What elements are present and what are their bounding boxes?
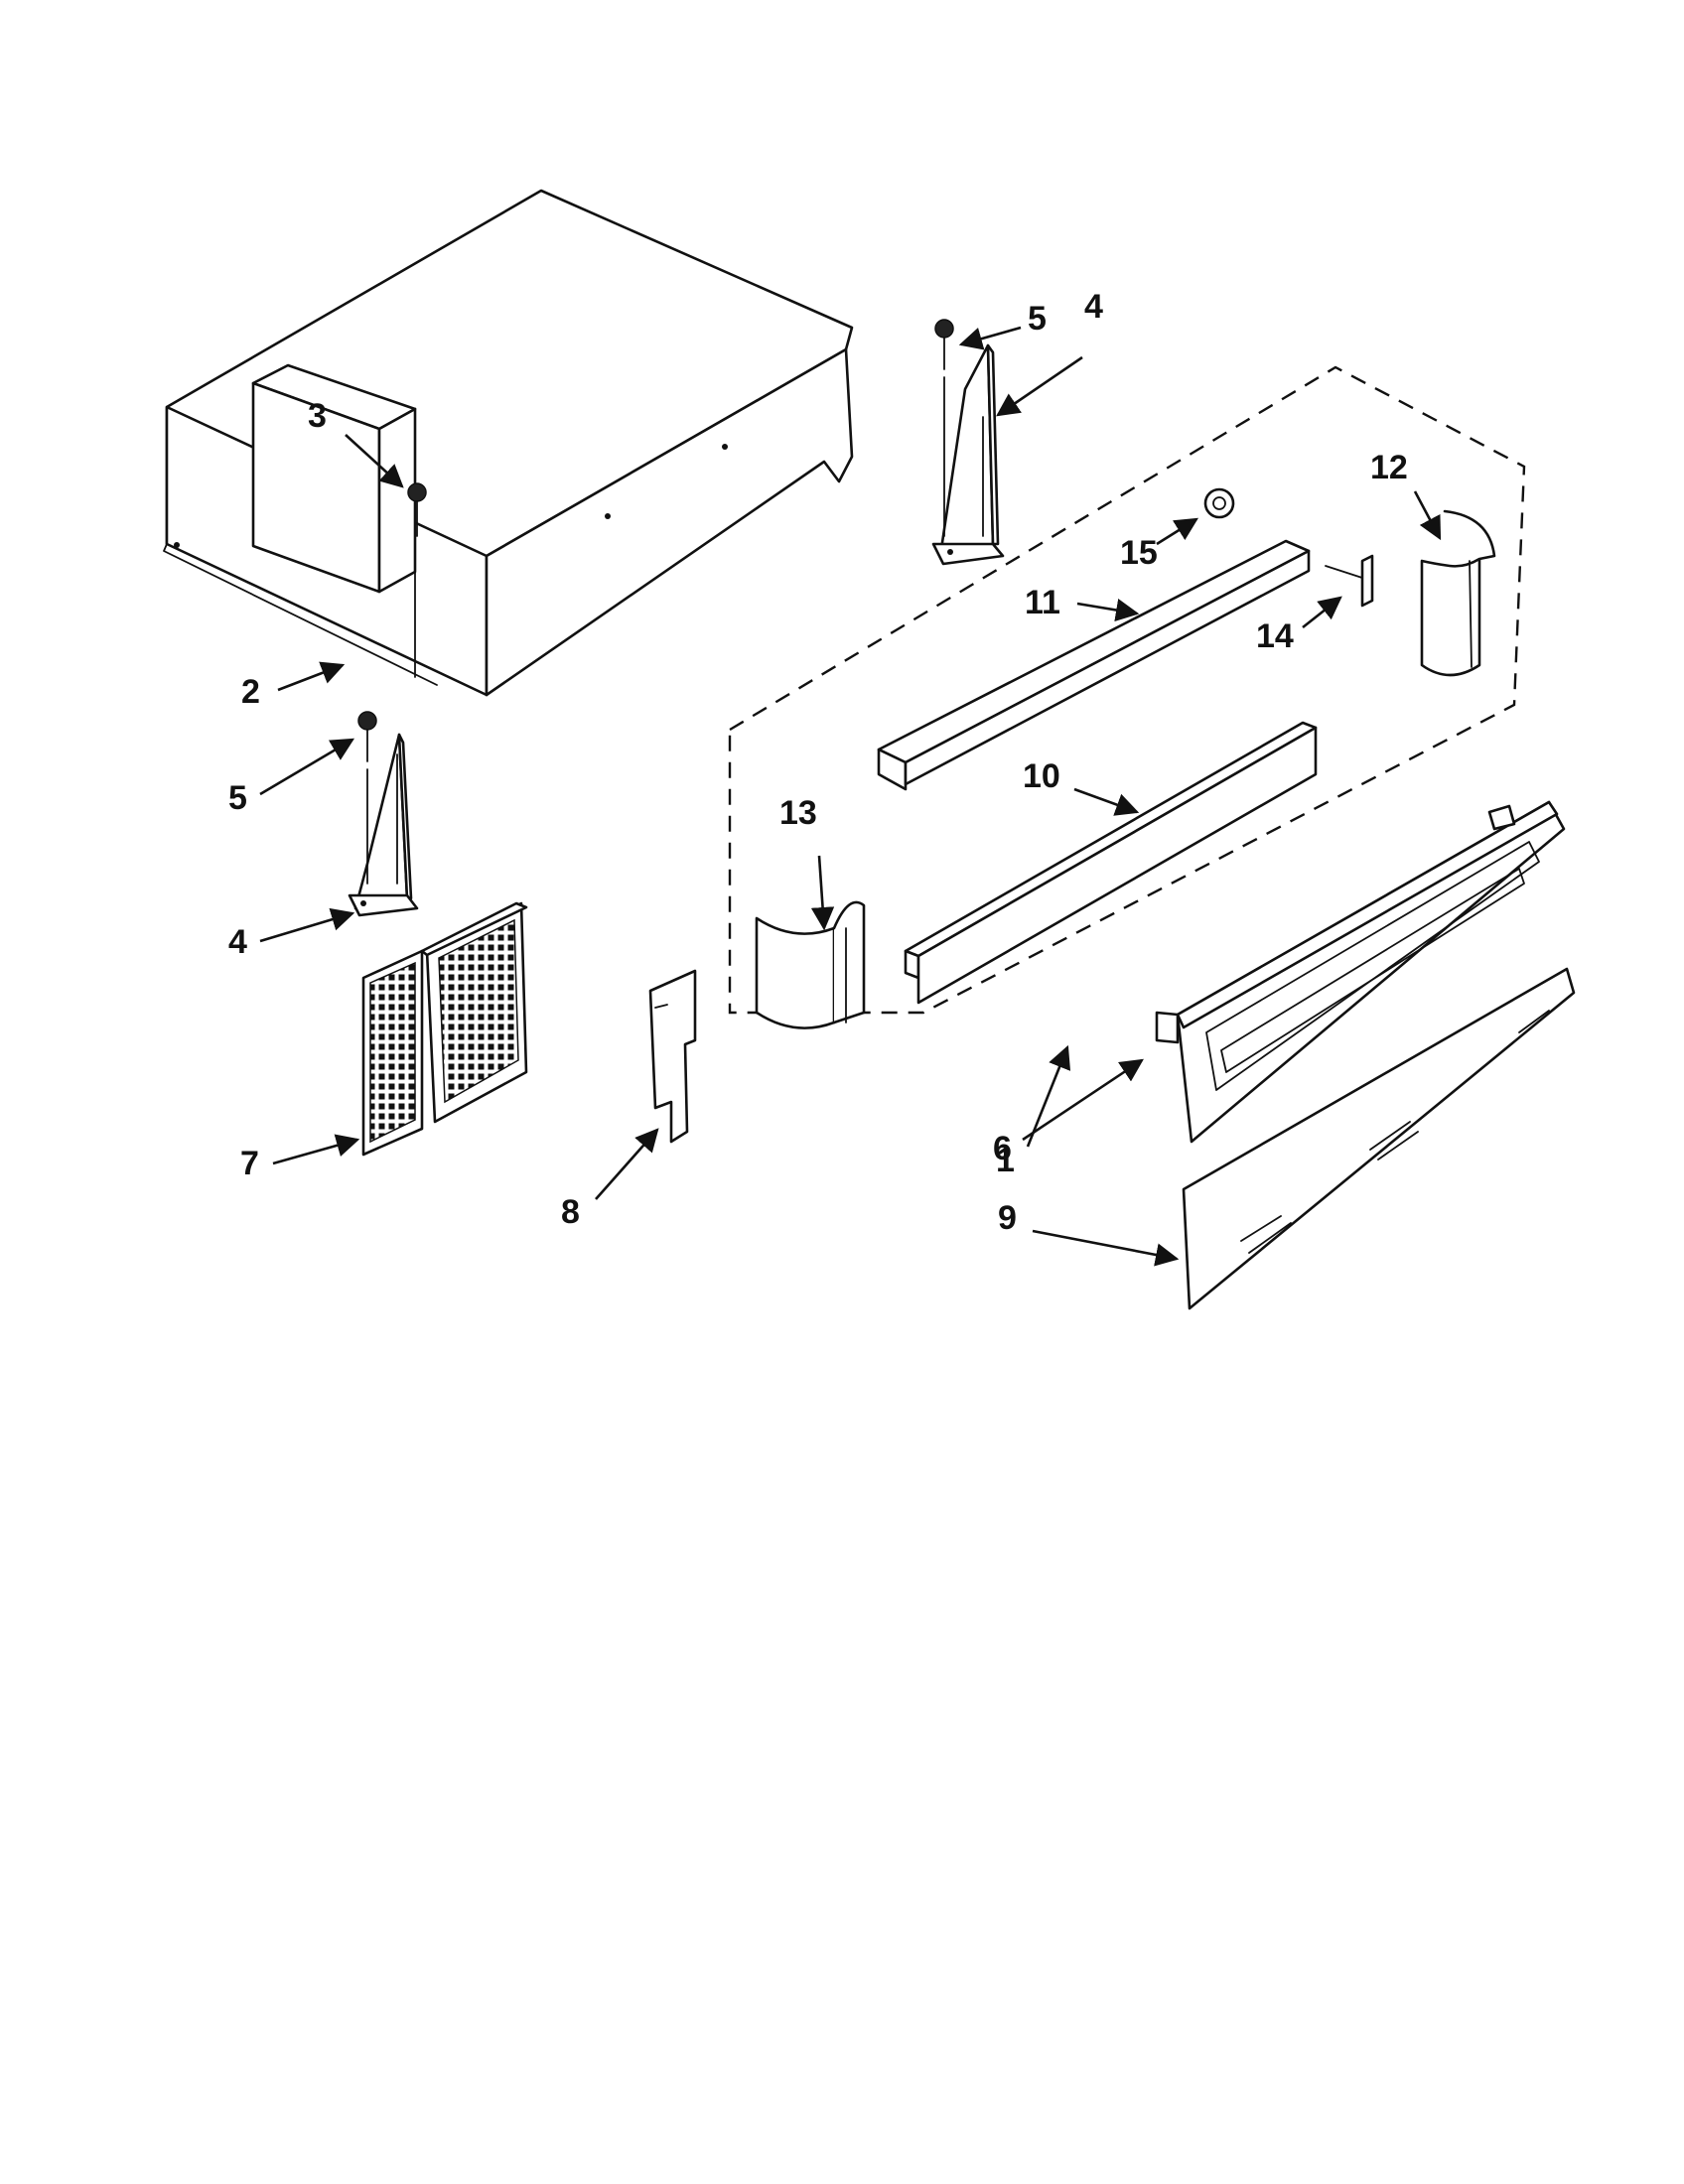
leader-9 [1032,1229,1180,1267]
end-cap-part-13 [755,900,866,1029]
leader-8 [595,1128,659,1200]
callout-14: 14 [1256,617,1294,655]
callout-4-lower: 4 [228,923,247,961]
leader-2 [277,661,346,692]
leader-4b [259,907,355,943]
leader-5a [958,326,1022,350]
callout-5-lower: 5 [228,779,247,817]
callout-5-upper: 5 [1028,300,1047,338]
callout-2: 2 [241,673,260,711]
channel-part-11 [877,539,1311,791]
leader-1 [1026,1044,1071,1148]
nut-part-15 [1203,487,1235,519]
leader-7 [272,1134,360,1165]
leader-12 [1413,490,1442,541]
callout-1: 1 [996,1142,1015,1179]
callout-11: 11 [1025,584,1060,621]
leader-4a [996,355,1083,417]
bracket-lower-part-4 [348,733,419,917]
leader-11 [1076,598,1140,622]
leader-13 [810,855,835,931]
callout-13: 13 [779,794,817,832]
callout-12: 12 [1370,449,1408,486]
end-cap-part-12 [1420,509,1496,677]
leader-15 [1156,517,1198,546]
leader-3 [345,434,404,488]
callout-8: 8 [561,1193,580,1231]
leader-10 [1073,787,1140,816]
callout-9: 9 [998,1199,1017,1237]
leader-5b [259,738,355,796]
plate-part-8 [648,969,697,1144]
callout-6: 6 [993,1130,1012,1167]
callout-4-upper: 4 [1084,288,1103,326]
front-panel-part-6 [1155,800,1566,1144]
callout-10: 10 [1023,757,1060,795]
assembly-boundary-part-1 [728,365,1526,1015]
callout-15: 15 [1120,534,1158,572]
screw-upper-part-5 [934,319,954,537]
leader-6 [1022,1058,1144,1142]
callout-7: 7 [240,1145,259,1182]
callout-3: 3 [308,397,327,435]
screw-lower-part-5 [357,711,377,885]
callout-leaders [259,326,1442,1267]
bracket-upper-part-4 [931,343,1005,566]
rail-part-10 [904,721,1318,1005]
leader-14 [1302,596,1342,629]
bolt-part-14 [1325,554,1374,608]
screw-part-3 [407,482,427,678]
filter-grille-part-7 [361,901,528,1157]
glass-panel-part-9 [1182,967,1576,1310]
callout-labels: 1 2 3 4 4 5 5 6 7 8 9 10 11 12 13 14 15 [228,288,1408,1237]
